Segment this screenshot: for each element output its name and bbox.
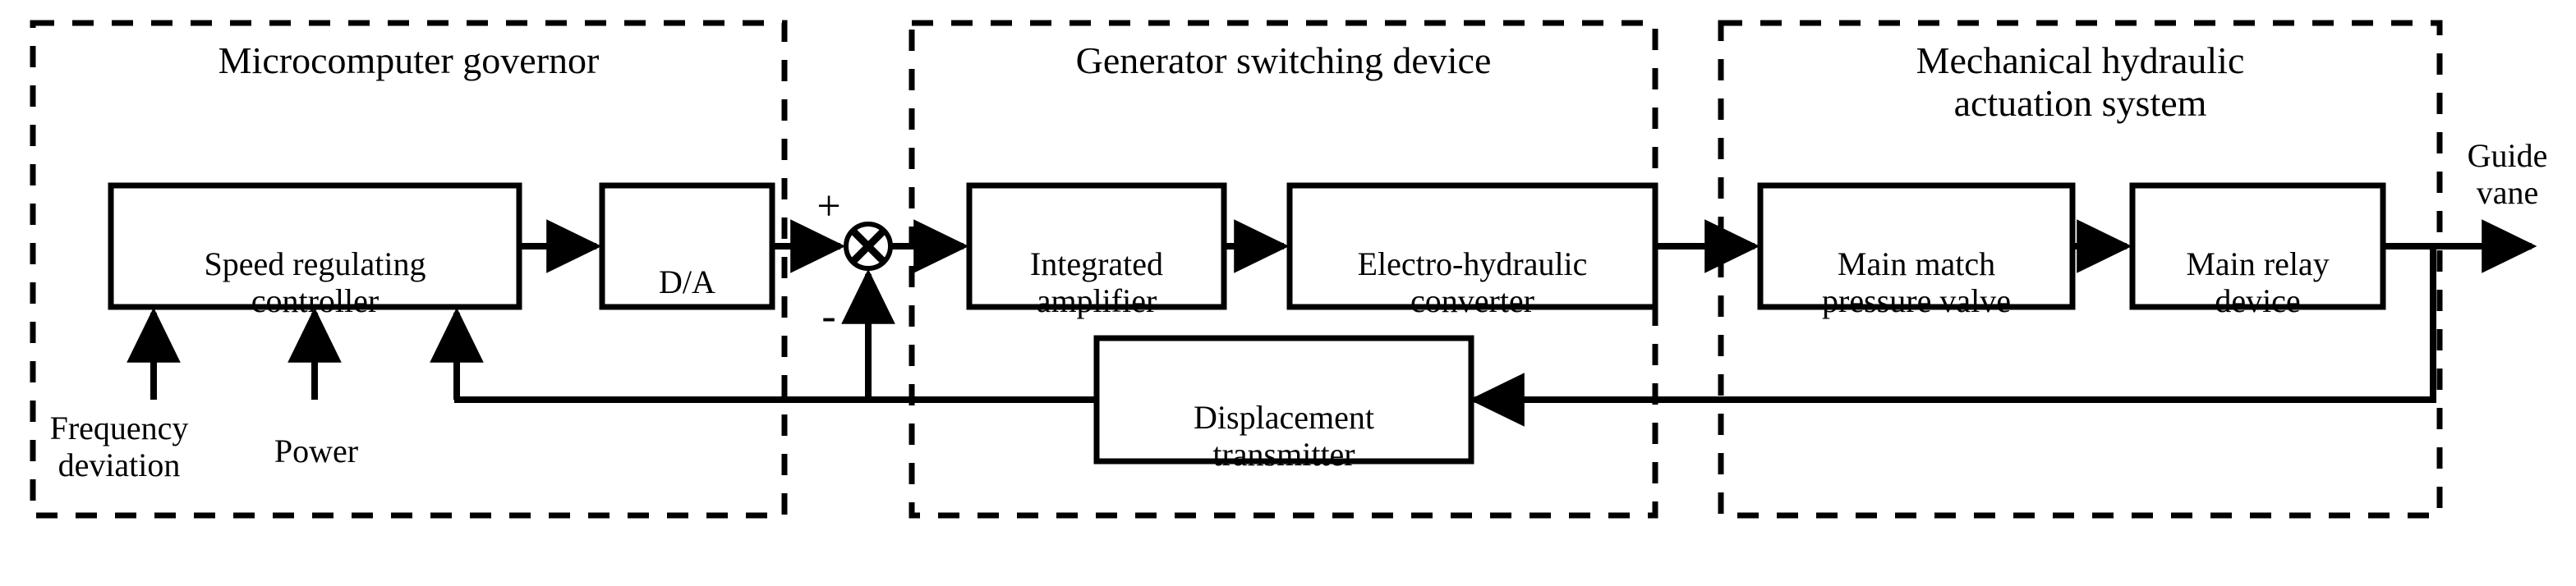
group-border-microcomputer-governor <box>30 20 788 519</box>
block-border-electro-hydraulic-converter <box>1286 182 1658 310</box>
block-border-da-converter <box>599 182 775 310</box>
block-border-main-match-pressure-valve <box>1757 182 2076 310</box>
summing-junction-x-stroke-2 <box>849 227 887 265</box>
block-border-integrated-amplifier <box>966 182 1227 310</box>
block-border-displacement-transmitter <box>1093 335 1474 465</box>
block-border-speed-regulating-controller <box>108 182 522 310</box>
block-border-main-relay-device <box>2129 182 2386 310</box>
